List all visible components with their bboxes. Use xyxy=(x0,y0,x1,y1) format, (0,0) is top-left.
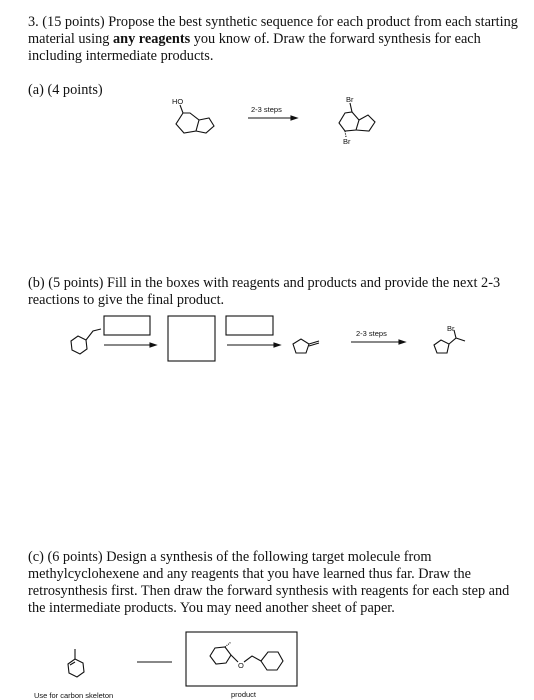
part-b-product xyxy=(433,329,466,354)
part-b-intermediate xyxy=(292,338,320,354)
part-a-br-bottom: Br xyxy=(343,137,351,146)
part-a-product xyxy=(338,102,376,138)
part-a-label: (a) (4 points) xyxy=(28,82,103,98)
part-b-arrow-label: 2-3 steps xyxy=(356,329,387,338)
part-c-starting-material xyxy=(67,649,85,678)
part-a-starting-material xyxy=(175,104,215,134)
part-b-reagent-box-2[interactable] xyxy=(225,315,274,336)
part-c-text: (c) (6 points) Design a synthesis of the… xyxy=(28,549,510,616)
part-c-product-caption: product xyxy=(231,690,257,699)
part-c-product-box xyxy=(185,631,298,687)
part-a-ho-label: HO xyxy=(172,97,183,106)
part-c-o-label: O xyxy=(238,661,244,670)
part-b-product-box[interactable] xyxy=(167,315,216,362)
intro-prefix: 3. (15 points) Propose the best syntheti… xyxy=(28,14,518,47)
intro-bold: any reagents xyxy=(112,31,191,47)
part-b-reagent-box-1[interactable] xyxy=(103,315,151,336)
part-b-starting-material xyxy=(70,328,102,355)
intro-suffix: you know of. Draw the forward synthesis … xyxy=(28,31,481,64)
part-b-text: (b) (5 points) Fill in the boxes with re… xyxy=(28,275,501,308)
part-a-br-top: Br xyxy=(346,95,354,104)
part-b-br-label: Br xyxy=(447,324,455,333)
question-intro: 3. (15 points) Propose the best syntheti… xyxy=(28,14,518,65)
part-c-start-caption: Use for carbon skeleton xyxy=(34,691,113,700)
part-a-arrow-label: 2-3 steps xyxy=(251,105,282,114)
part-c-product-molecule xyxy=(209,641,284,671)
